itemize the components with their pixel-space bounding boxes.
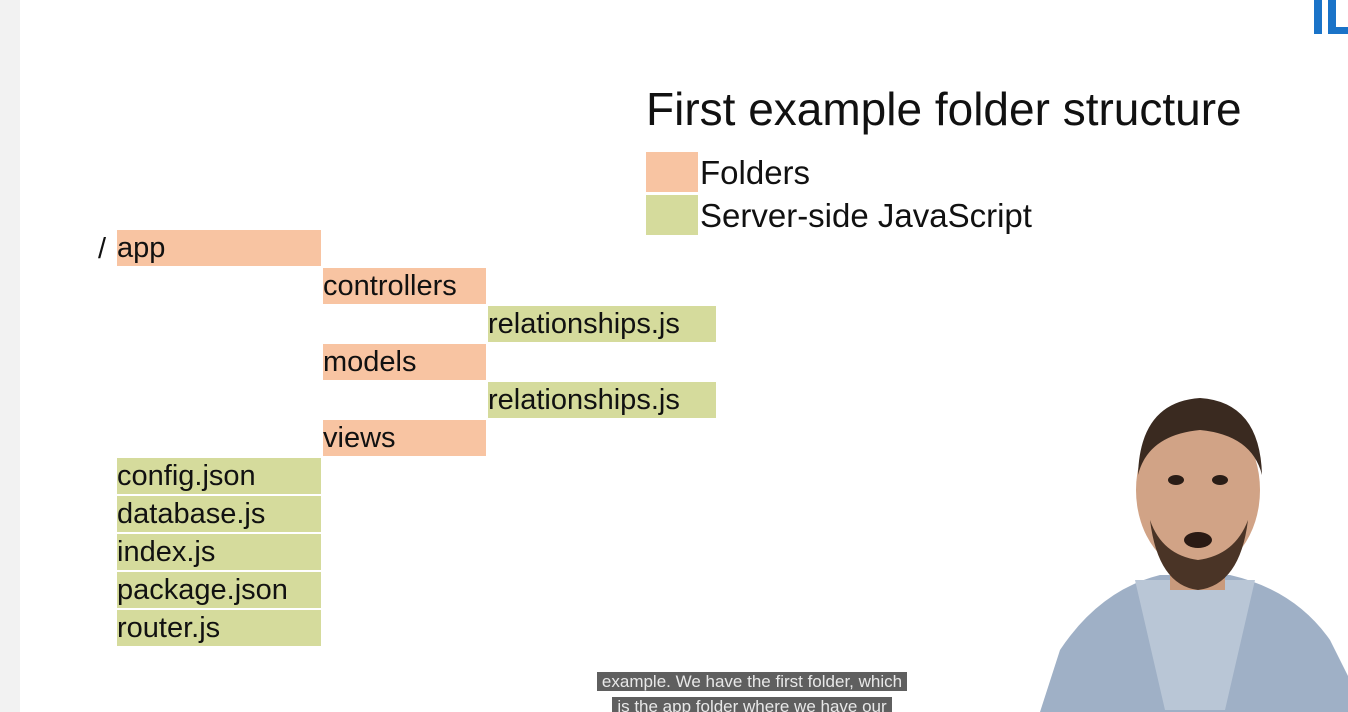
tree-folder-controllers: controllers <box>323 268 486 304</box>
video-caption: example. We have the first folder, which… <box>592 672 912 712</box>
slide-title: First example folder structure <box>646 83 1242 135</box>
tree-folder-views: views <box>323 420 486 456</box>
tree-file-package: package.json <box>117 572 321 608</box>
tree-folder-models: models <box>323 344 486 380</box>
tree-file-index: index.js <box>117 534 321 570</box>
tree-file-models-relationships: relationships.js <box>488 382 716 418</box>
legend-label-js: Server-side JavaScript <box>700 197 1032 234</box>
legend-swatch-js <box>646 195 698 235</box>
tree-file-database: database.js <box>117 496 321 532</box>
brand-logo-icon <box>1308 0 1348 34</box>
slide: First example folder structure Folders S… <box>20 0 1348 712</box>
presenter-avatar-icon <box>1040 398 1348 712</box>
legend-swatch-folders <box>646 152 698 192</box>
tree-file-config: config.json <box>117 458 321 494</box>
caption-line-2: is the app folder where we have our <box>612 697 892 712</box>
caption-line-1: example. We have the first folder, which <box>596 672 908 691</box>
tree-folder-app: app <box>117 230 321 266</box>
legend-label-folders: Folders <box>700 154 811 191</box>
tree-file-router: router.js <box>117 610 321 646</box>
tree-file-controllers-relationships: relationships.js <box>488 306 716 342</box>
root-slash: / <box>98 233 107 265</box>
